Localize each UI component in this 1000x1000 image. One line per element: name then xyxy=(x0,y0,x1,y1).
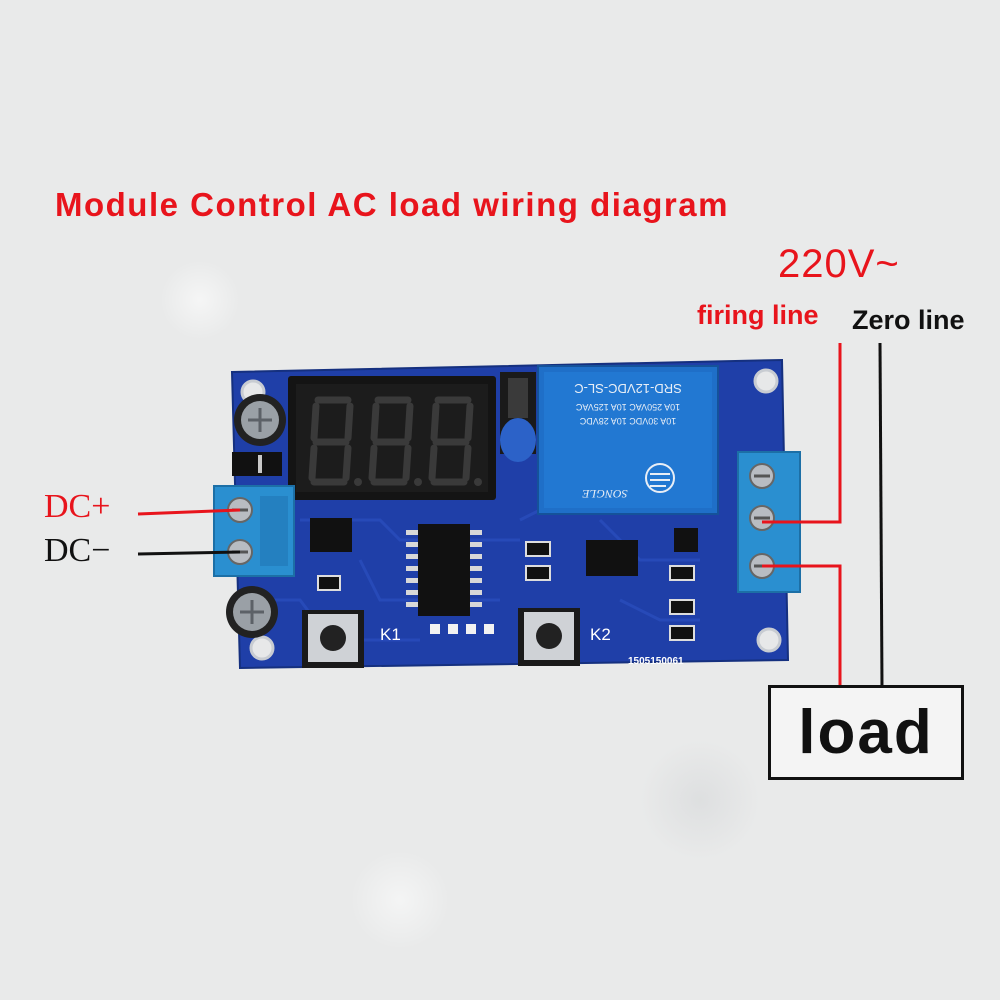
load-box: load xyxy=(768,685,964,780)
capacitor-top xyxy=(234,394,286,446)
supply-voltage-label: 220V~ xyxy=(778,242,900,286)
load-return-wire xyxy=(762,564,842,687)
button-k1-label: K1 xyxy=(380,625,401,644)
capacitor-bottom xyxy=(226,586,278,638)
dc-terminal-block xyxy=(213,485,295,577)
relay-model-text: SRD-12VDC-SL-C xyxy=(574,381,682,396)
push-button-k2 xyxy=(518,608,580,666)
diagram-title: Module Control AC load wiring diagram xyxy=(55,186,729,223)
zero-line-label: Zero line xyxy=(852,305,965,335)
optocoupler xyxy=(586,540,638,576)
varistor xyxy=(500,372,536,462)
diode xyxy=(232,452,282,476)
regulator-chip xyxy=(310,518,352,552)
seven-segment-display xyxy=(288,376,496,500)
zero-line-wire xyxy=(878,342,884,688)
dc-minus-wire xyxy=(137,550,241,556)
dc-plus-label: DC+ xyxy=(44,488,111,525)
firing-line-wire xyxy=(762,343,842,524)
button-k2-label: K2 xyxy=(590,625,611,644)
mounting-holes xyxy=(240,368,782,661)
status-leds xyxy=(430,624,494,634)
serial-number: 1505150061 xyxy=(628,656,684,667)
load-label: load xyxy=(798,698,934,767)
ic-chip xyxy=(406,524,482,616)
firing-line-label: firing line xyxy=(697,300,819,330)
relay-rating-text-1: 10A 250VAC 10A 125VAC xyxy=(575,402,680,412)
transistor xyxy=(674,528,698,552)
push-button-k1 xyxy=(302,610,364,668)
dc-plus-wire xyxy=(137,508,241,516)
dc-minus-label: DC− xyxy=(44,532,111,569)
relay-rating-text-2: 10A 30VDC 10A 28VDC xyxy=(579,416,676,426)
relay xyxy=(537,365,719,515)
relay-brand-text: SONGLE xyxy=(582,487,628,501)
